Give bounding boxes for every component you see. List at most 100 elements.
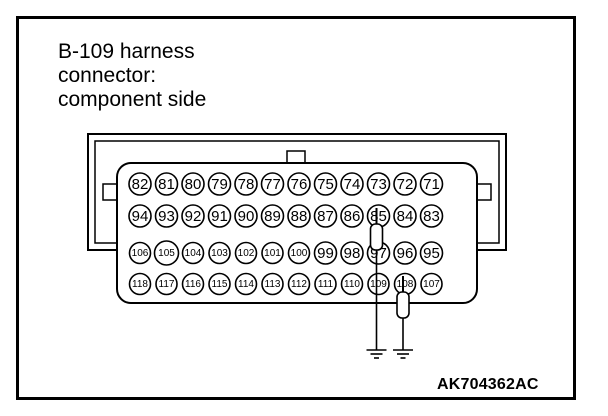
pin-label-101: 101: [264, 248, 281, 259]
pin-label-118: 118: [132, 279, 148, 290]
pin-98: [340, 241, 364, 265]
pin-79: [207, 172, 232, 196]
pin-84: [393, 204, 417, 228]
pin-116: [181, 272, 205, 296]
pin-label-72: 72: [397, 176, 414, 193]
pin-93: [154, 204, 179, 228]
pin-label-75: 75: [317, 176, 334, 193]
pin-label-95: 95: [423, 245, 440, 262]
pin-75: [313, 172, 338, 196]
pin-label-76: 76: [291, 176, 308, 193]
pin-label-90: 90: [238, 208, 255, 225]
pin-label-78: 78: [238, 176, 255, 193]
pin-80: [181, 172, 205, 196]
pin-95: [419, 241, 444, 265]
pin-label-89: 89: [264, 208, 281, 225]
pin-78: [234, 172, 258, 196]
pin-label-100: 100: [291, 248, 308, 259]
pin-label-77: 77: [264, 176, 281, 193]
pin-102: [234, 241, 258, 265]
title-line-harness: B-109 harness: [58, 40, 195, 63]
pin-label-83: 83: [423, 208, 440, 225]
pin-label-109: 109: [370, 279, 387, 290]
pin-label-110: 110: [344, 279, 360, 290]
pin-82: [128, 172, 152, 196]
pin-112: [287, 272, 311, 296]
pin-109: [367, 272, 390, 296]
pin-label-114: 114: [238, 279, 254, 290]
pin-label-88: 88: [291, 208, 308, 225]
pin-91: [207, 204, 232, 228]
pin-label-73: 73: [370, 176, 387, 193]
pin-111: [314, 272, 337, 296]
pin-101: [261, 241, 284, 265]
pin-86: [340, 204, 364, 228]
pin-113: [261, 272, 284, 296]
pin-87: [313, 204, 338, 228]
connector-left-guide: [102, 183, 118, 201]
pin-label-96: 96: [397, 245, 414, 262]
pin-label-111: 111: [318, 279, 334, 290]
pin-72: [393, 172, 417, 196]
pin-94: [128, 204, 152, 228]
figure-code: AK704362AC: [437, 376, 539, 393]
probe-body-85: [369, 223, 384, 251]
pin-label-107: 107: [423, 279, 440, 290]
pin-label-104: 104: [185, 248, 202, 259]
pin-74: [340, 172, 364, 196]
pin-88: [287, 204, 311, 228]
pin-118: [128, 272, 152, 296]
pin-label-116: 116: [185, 279, 201, 290]
pin-77: [260, 172, 285, 196]
pin-76: [287, 172, 311, 196]
pin-114: [234, 272, 258, 296]
title-line-connector: connector:: [58, 64, 157, 87]
pin-label-117: 117: [159, 279, 175, 290]
connector-pin-face: [116, 162, 478, 304]
pin-107: [420, 272, 443, 296]
pin-label-103: 103: [211, 248, 228, 259]
pin-label-106: 106: [132, 248, 149, 259]
pin-89: [260, 204, 285, 228]
pin-label-81: 81: [158, 176, 175, 193]
pin-label-112: 112: [291, 279, 307, 290]
pin-label-79: 79: [211, 176, 228, 193]
pin-label-87: 87: [317, 208, 334, 225]
test-probes: [366, 208, 413, 359]
pin-117: [155, 272, 178, 296]
pin-label-80: 80: [185, 176, 202, 193]
pin-label-71: 71: [423, 176, 440, 193]
pin-label-74: 74: [344, 176, 361, 193]
pin-label-113: 113: [265, 279, 281, 290]
pin-71: [419, 172, 444, 196]
pin-label-93: 93: [158, 208, 175, 225]
pin-label-92: 92: [185, 208, 202, 225]
connector-right-guide: [476, 183, 492, 201]
pin-73: [366, 172, 391, 196]
title-line-side: component side: [58, 88, 207, 111]
pin-label-108: 108: [397, 279, 414, 290]
pin-115: [208, 272, 231, 296]
pin-label-115: 115: [212, 279, 228, 290]
pin-110: [340, 272, 364, 296]
pin-100: [287, 241, 311, 265]
probe-body-108: [396, 291, 410, 319]
pin-label-86: 86: [344, 208, 361, 225]
pin-label-94: 94: [132, 208, 149, 225]
pin-81: [154, 172, 179, 196]
pin-106: [128, 241, 152, 265]
pin-105: [153, 240, 180, 266]
pin-96: [393, 241, 417, 265]
pin-90: [234, 204, 258, 228]
pin-label-84: 84: [397, 208, 414, 225]
pin-103: [208, 241, 231, 265]
pin-label-91: 91: [211, 208, 228, 225]
pin-label-98: 98: [344, 245, 361, 262]
pin-label-102: 102: [238, 248, 255, 259]
pin-label-99: 99: [317, 245, 334, 262]
pin-104: [181, 241, 205, 265]
pin-label-85: 85: [370, 208, 387, 225]
pin-99: [313, 241, 338, 265]
